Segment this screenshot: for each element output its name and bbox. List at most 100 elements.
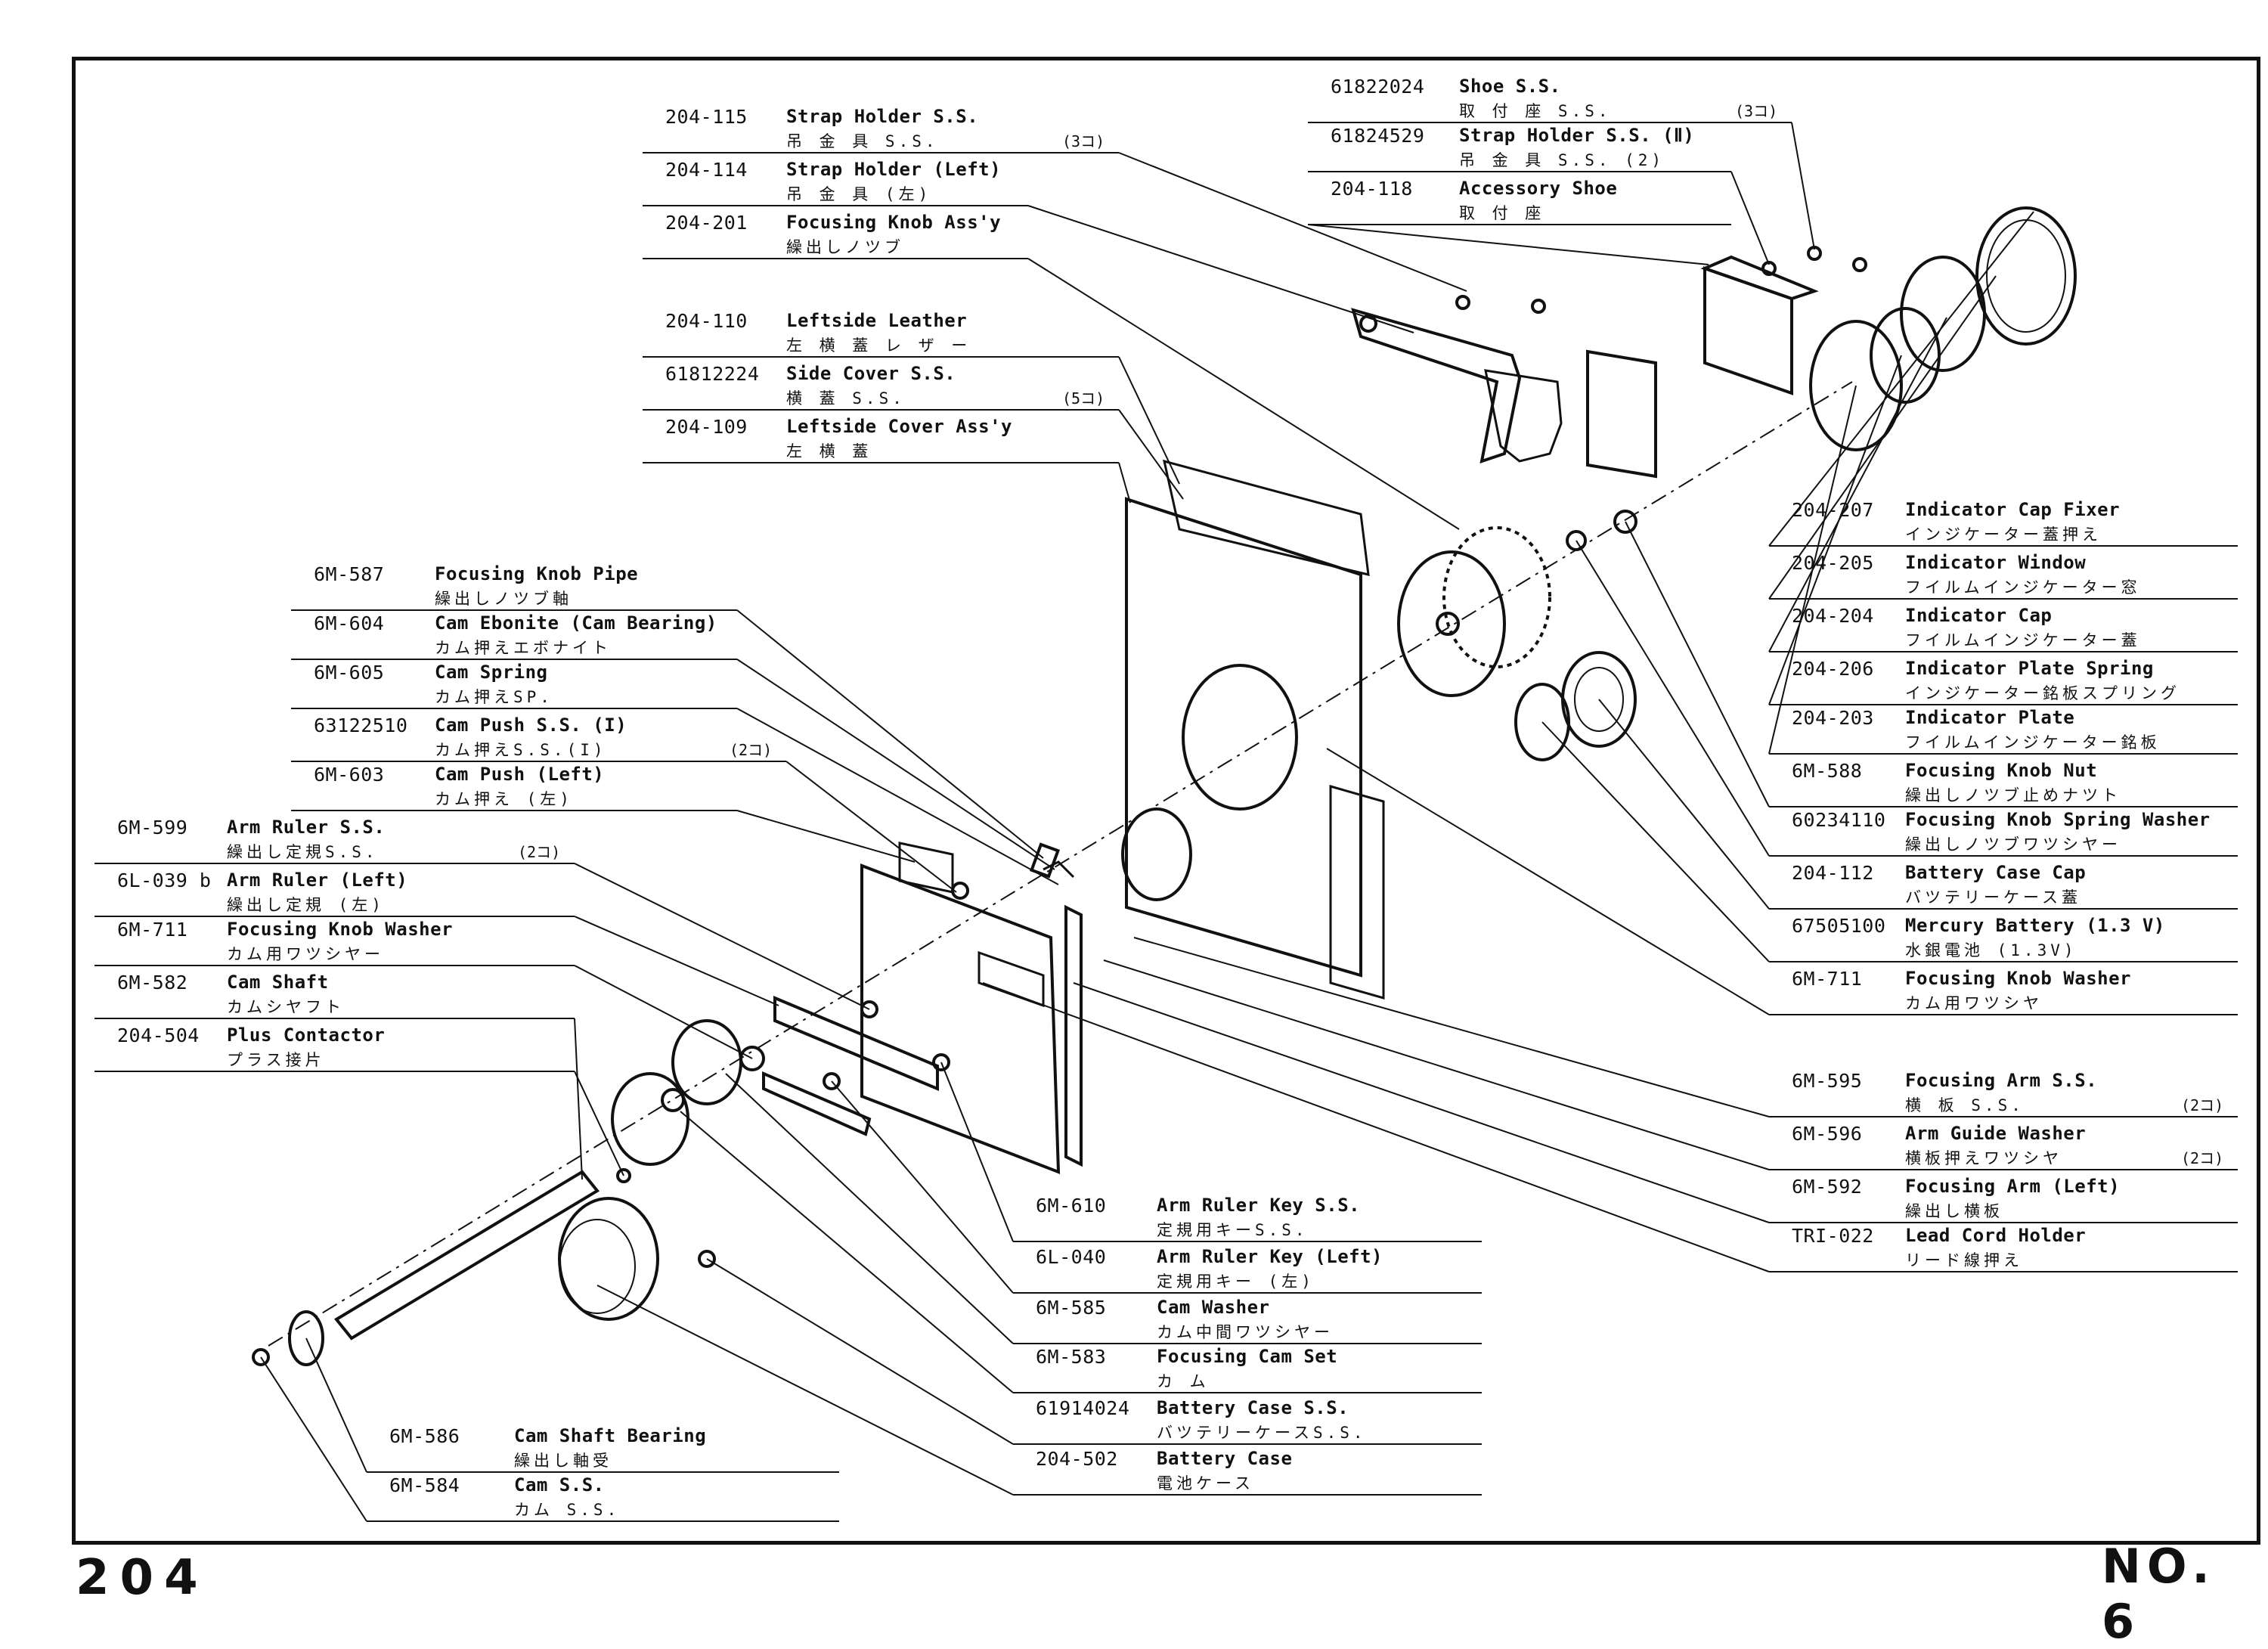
part-name-japanese: 吊 金 具 S.S. (2)	[1459, 151, 1665, 169]
part-quantity: (2コ)	[730, 741, 773, 759]
part-name-japanese: 繰出しノツブ軸	[435, 590, 572, 608]
battery-case-cap	[1561, 651, 1637, 748]
focusing-cam	[611, 1072, 689, 1166]
callout-rule	[1308, 122, 1792, 123]
part-number: 6M-603	[314, 764, 385, 786]
part-name: Arm Ruler Key (Left)	[1157, 1246, 1383, 1267]
part-name: Cam Washer	[1157, 1297, 1270, 1318]
part-name: Indicator Cap	[1905, 605, 2053, 626]
part-number: 204-204	[1792, 605, 1874, 627]
strap-holder-plate	[1351, 308, 1522, 463]
cam-washer	[671, 1019, 742, 1105]
part-name-japanese: 繰出し定規S.S.	[227, 843, 379, 861]
callout-rule	[643, 462, 1119, 463]
leader-line	[785, 761, 957, 893]
part-number: 204-206	[1792, 658, 1874, 680]
part-number: 6M-583	[1036, 1346, 1107, 1368]
part-name-japanese: プラス接片	[227, 1051, 325, 1069]
part-name: Mercury Battery (1.3 V)	[1905, 915, 2165, 936]
callout-rule	[1769, 545, 2238, 547]
indicator-plate	[1809, 320, 1903, 451]
part-name: Focusing Knob Pipe	[435, 563, 639, 584]
callout-rule	[367, 1471, 839, 1473]
callout-rule	[94, 916, 575, 917]
focusing-knob-pipe	[1030, 842, 1060, 879]
leader-line	[1073, 982, 1770, 1223]
callout-rule	[1769, 908, 2238, 910]
leftside-leather-top	[1162, 459, 1370, 576]
part-name-japanese: 繰出しノツブ	[786, 238, 904, 256]
leader-line	[736, 609, 1044, 859]
leader-line	[1027, 258, 1460, 530]
leader-line	[1598, 699, 1770, 910]
leader-line	[574, 916, 779, 1006]
callout-rule	[94, 1071, 575, 1072]
leader-line	[574, 863, 870, 1010]
part-number: 61824529	[1331, 125, 1425, 147]
lead-cord-holder	[978, 950, 1045, 1008]
screw-arm-ruler	[860, 1000, 878, 1018]
sheet-number: NO. 6	[2102, 1539, 2216, 1649]
callout-rule	[1013, 1241, 1482, 1242]
part-quantity: (2コ)	[2181, 1149, 2224, 1167]
part-name-japanese: バツテリーケース蓋	[1905, 888, 2081, 907]
part-name-japanese: 横 板 S.S.	[1905, 1096, 2025, 1114]
part-name: Focusing Knob Washer	[227, 919, 453, 940]
focusing-arm-plate	[860, 863, 1061, 1174]
part-number: 204-205	[1792, 552, 1874, 574]
leader-line	[982, 982, 1770, 1272]
part-name-japanese: カム押えSP.	[435, 688, 553, 706]
part-number: 204-207	[1792, 499, 1874, 521]
part-number: 204-203	[1792, 707, 1874, 729]
leader-line	[1118, 409, 1184, 500]
battery-case-cap-inner	[1574, 667, 1624, 732]
callout-rule	[94, 863, 575, 864]
part-number: 6M-711	[117, 919, 188, 941]
callout-rule	[1769, 1116, 2238, 1117]
part-name-japanese: 左 横 蓋 レ ザ ー	[786, 336, 971, 355]
part-name: Shoe S.S.	[1459, 76, 1561, 97]
callout-rule	[643, 205, 1028, 206]
part-name-japanese: カム押えS.S.(I)	[435, 741, 607, 759]
callout-rule	[94, 965, 575, 966]
part-name-japanese: カム用ワツシヤー	[227, 945, 384, 963]
part-number: 6M-586	[389, 1425, 460, 1447]
part-name: Focusing Arm S.S.	[1905, 1070, 2098, 1091]
part-number: 61914024	[1036, 1397, 1130, 1419]
part-number: 204-504	[117, 1024, 200, 1046]
callout-rule	[643, 152, 1119, 153]
focusing-knob-face	[1397, 550, 1506, 697]
spring-washer	[1566, 530, 1587, 551]
callout-rule	[291, 761, 786, 762]
callout-rule	[643, 258, 1028, 259]
part-name: Indicator Window	[1905, 552, 2087, 573]
callout-rule	[643, 409, 1119, 411]
indicator-cap	[1900, 256, 1986, 372]
part-name-japanese: 定規用キー (左)	[1157, 1272, 1315, 1291]
part-number: 67505100	[1792, 915, 1886, 937]
screw-shoe-b	[1807, 246, 1822, 261]
leader-line	[1118, 462, 1131, 504]
part-number: 204-502	[1036, 1448, 1118, 1470]
part-name: Strap Holder S.S.	[786, 106, 979, 127]
callout-rule	[1769, 598, 2238, 600]
part-name: Focusing Knob Nut	[1905, 760, 2098, 781]
callout-rule	[1769, 753, 2238, 755]
leader-line	[1625, 521, 1770, 807]
callout-rule	[291, 810, 737, 811]
leader-line	[574, 965, 753, 1059]
part-name-japanese: カム用ワツシヤ	[1905, 994, 2043, 1012]
part-number: 6M-587	[314, 563, 385, 585]
part-name-japanese: 左 横 蓋	[786, 442, 872, 460]
strap-holder-loop	[1484, 369, 1563, 463]
accessory-shoe-top	[1700, 255, 1819, 301]
cam-shaft-bearing	[288, 1310, 324, 1366]
part-number: 63122510	[314, 714, 408, 736]
part-number: 204-110	[665, 310, 748, 332]
indicator-plate-spring	[1870, 307, 1941, 404]
leader-line	[1118, 152, 1467, 292]
part-name-japanese: インジケーター銘板スプリング	[1905, 684, 2180, 702]
part-name-japanese: 吊 金 具 S.S.	[786, 132, 939, 150]
part-name-japanese: カム S.S.	[514, 1501, 621, 1519]
callout-rule	[1769, 1271, 2238, 1272]
